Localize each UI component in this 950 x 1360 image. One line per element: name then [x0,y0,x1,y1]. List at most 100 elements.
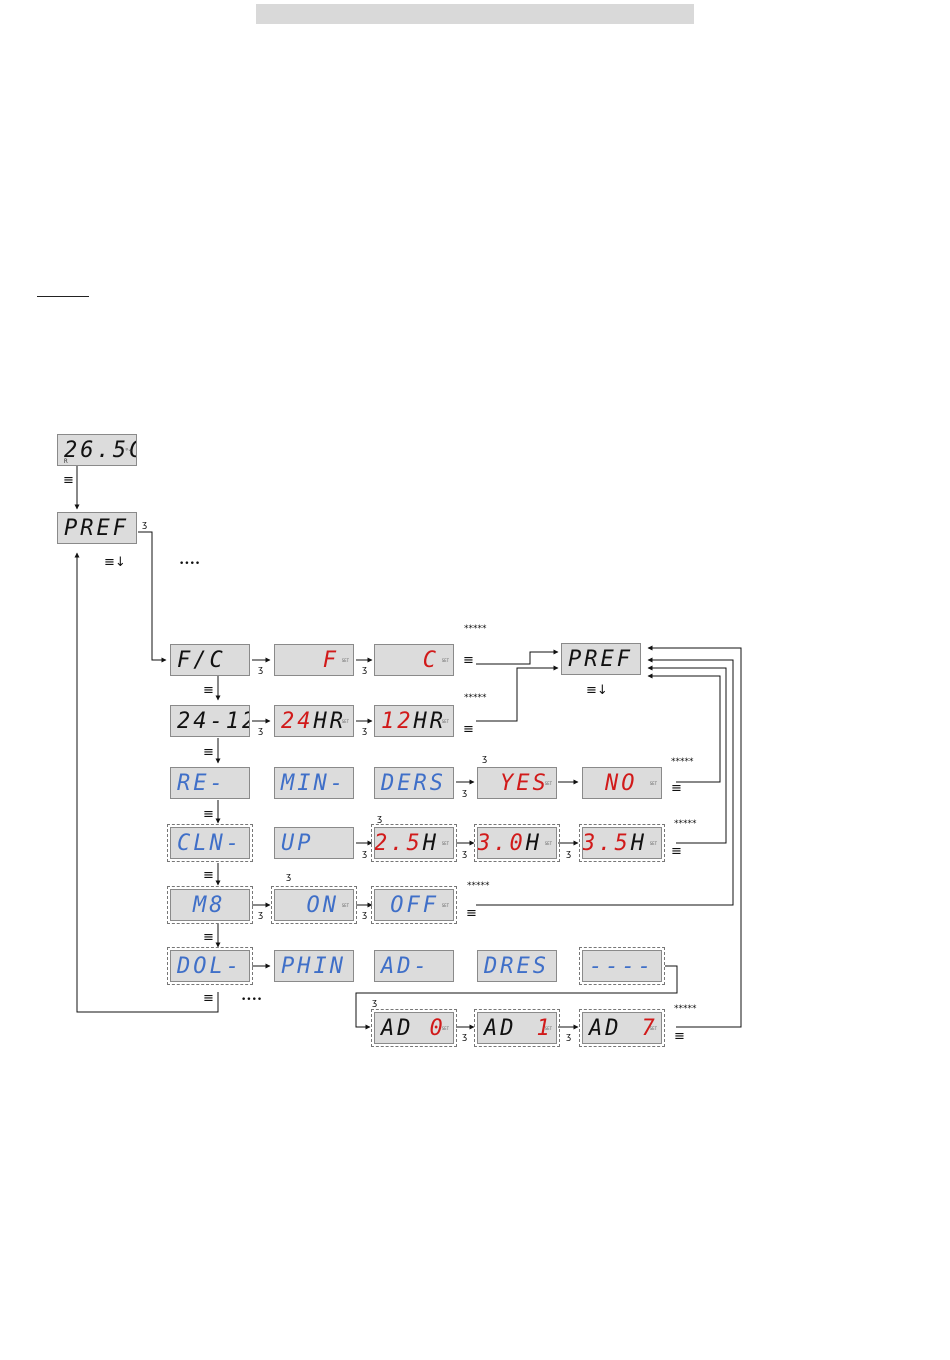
menu-icon: ≡ [671,781,682,796]
lcd-cleanup-2-5h-suffix: H [422,830,439,856]
header-bar [256,4,694,24]
lcd-m8-on: ON SET [271,886,357,924]
stars-note: ***** [671,757,694,767]
lcd-start-value: 26.5C [64,437,136,463]
jet-icon: ʒ [372,998,378,1008]
lcd-temp-unit-c: C SET [374,644,454,676]
stars-note: ***** [674,819,697,829]
lcd-ad-7-prefix: AD [589,1015,622,1041]
lcd-dolphin-1: DOL- [167,947,253,985]
set-tag: SET [649,841,657,846]
set-tag: SET [441,841,449,846]
jet-icon: ʒ [566,1032,572,1042]
menu-icon: ≡ [203,930,214,945]
lcd-cleanup-3-0h-number: 3.0 [477,830,526,856]
jet-icon: ʒ [362,910,368,920]
menu-down-icon-pref-result: ≡↓ [586,683,608,698]
set-tag: SET [544,841,552,846]
lcd-dolphin-3-text: AD- [381,953,430,979]
lcd-start-sub: R [64,458,68,465]
arrow-ad-to-pref [647,645,742,1028]
lcd-temp-unit-text: F/C [177,647,226,673]
set-tag: SET [441,903,449,908]
set-tag: SET [341,658,349,663]
dots-note-pref: •••• [179,559,201,569]
lcd-clock-format: 24-12 [170,705,250,737]
jet-icon: ʒ [362,665,368,675]
lcd-cleanup-2-text: UP [281,830,314,856]
arrow-pref-to-fc [138,531,167,663]
lcd-clock-format-text: 24-12 [177,708,249,734]
lcd-temp-unit-f-text: F [322,647,339,673]
lcd-reminders-no-text: NO [605,770,638,796]
lcd-dolphin-5: ---- [579,947,665,985]
lcd-dolphin-2-text: PHIN [281,953,346,979]
stars-note: ***** [674,1004,697,1014]
lcd-m8-off-text: OFF [390,892,439,918]
lcd-clock-12hr-number: 12 [381,708,414,734]
lcd-dolphin-4: DRES [477,950,557,982]
lcd-reminders-1-text: RE- [177,770,226,796]
set-tag: SET [441,1026,449,1031]
lcd-clock-24hr-suffix: HR [313,708,346,734]
jet-icon: ʒ [462,1032,468,1042]
menu-icon: ≡ [203,683,214,698]
lcd-cleanup-1: CLN- [167,824,253,862]
set-tag: SET [649,781,657,786]
lcd-pref-top-text: PREF [64,515,129,541]
lcd-m8-text: M8 [193,892,226,918]
jet-icon: ʒ [462,788,468,798]
lcd-m8-off: OFF SET [371,886,457,924]
lcd-reminders-1: RE- [170,767,250,799]
lcd-ad-0-prefix: AD [381,1015,414,1041]
jet-icon: ʒ [286,872,292,882]
menu-icon: ≡ [466,906,477,921]
lcd-cleanup-2-5h-number: 2.5 [374,830,423,856]
lcd-clock-24hr-number: 24 [281,708,314,734]
lcd-ad-0-value: 0 [429,1015,446,1041]
menu-icon: ≡ [674,1029,685,1044]
lcd-cleanup-3-5h-number: 3.5 [582,830,631,856]
jet-icon: ʒ [258,910,264,920]
lcd-pref-result-text: PREF [568,646,633,672]
lcd-dolphin-2: PHIN [274,950,354,982]
lcd-dolphin-1-text: DOL- [177,953,242,979]
lcd-reminders-3: DERS [374,767,454,799]
menu-icon: ≡ [203,991,214,1006]
lcd-temp-unit: F/C [170,644,250,676]
menu-icon: ≡ [203,807,214,822]
dots-note: •••• [241,995,263,1005]
lcd-reminders-no: NO SET [582,767,662,799]
lcd-cleanup-3-5h-suffix: H [630,830,647,856]
lcd-reminders-2: MIN- [274,767,354,799]
lcd-temp-unit-f: F SET [274,644,354,676]
menu-icon: ≡ [463,653,474,668]
set-tag: SET [441,719,449,724]
set-tag: SET [341,903,349,908]
lcd-ad-0: AD 0 SET [371,1009,457,1047]
lcd-start-icon: ᵍ⌁ [124,447,132,454]
menu-icon: ≡ [203,745,214,760]
jet-icon: ʒ [258,665,264,675]
jet-icon: ʒ [362,726,368,736]
jet-icon: ʒ [482,754,488,764]
jet-icon-pref: ʒ [142,520,148,530]
set-tag: SET [649,1026,657,1031]
set-tag: SET [544,781,552,786]
lcd-temp-unit-c-text: C [422,647,439,673]
lcd-ad-1-prefix: AD [484,1015,517,1041]
menu-icon: ≡ [671,844,682,859]
note-underline [37,296,89,297]
lcd-pref-result: PREF [561,643,641,675]
arrow-rem-to-pref [647,673,721,783]
lcd-reminders-yes: YES SET [477,767,557,799]
lcd-reminders-2-text: MIN- [281,770,346,796]
stars-note: ***** [467,881,490,891]
